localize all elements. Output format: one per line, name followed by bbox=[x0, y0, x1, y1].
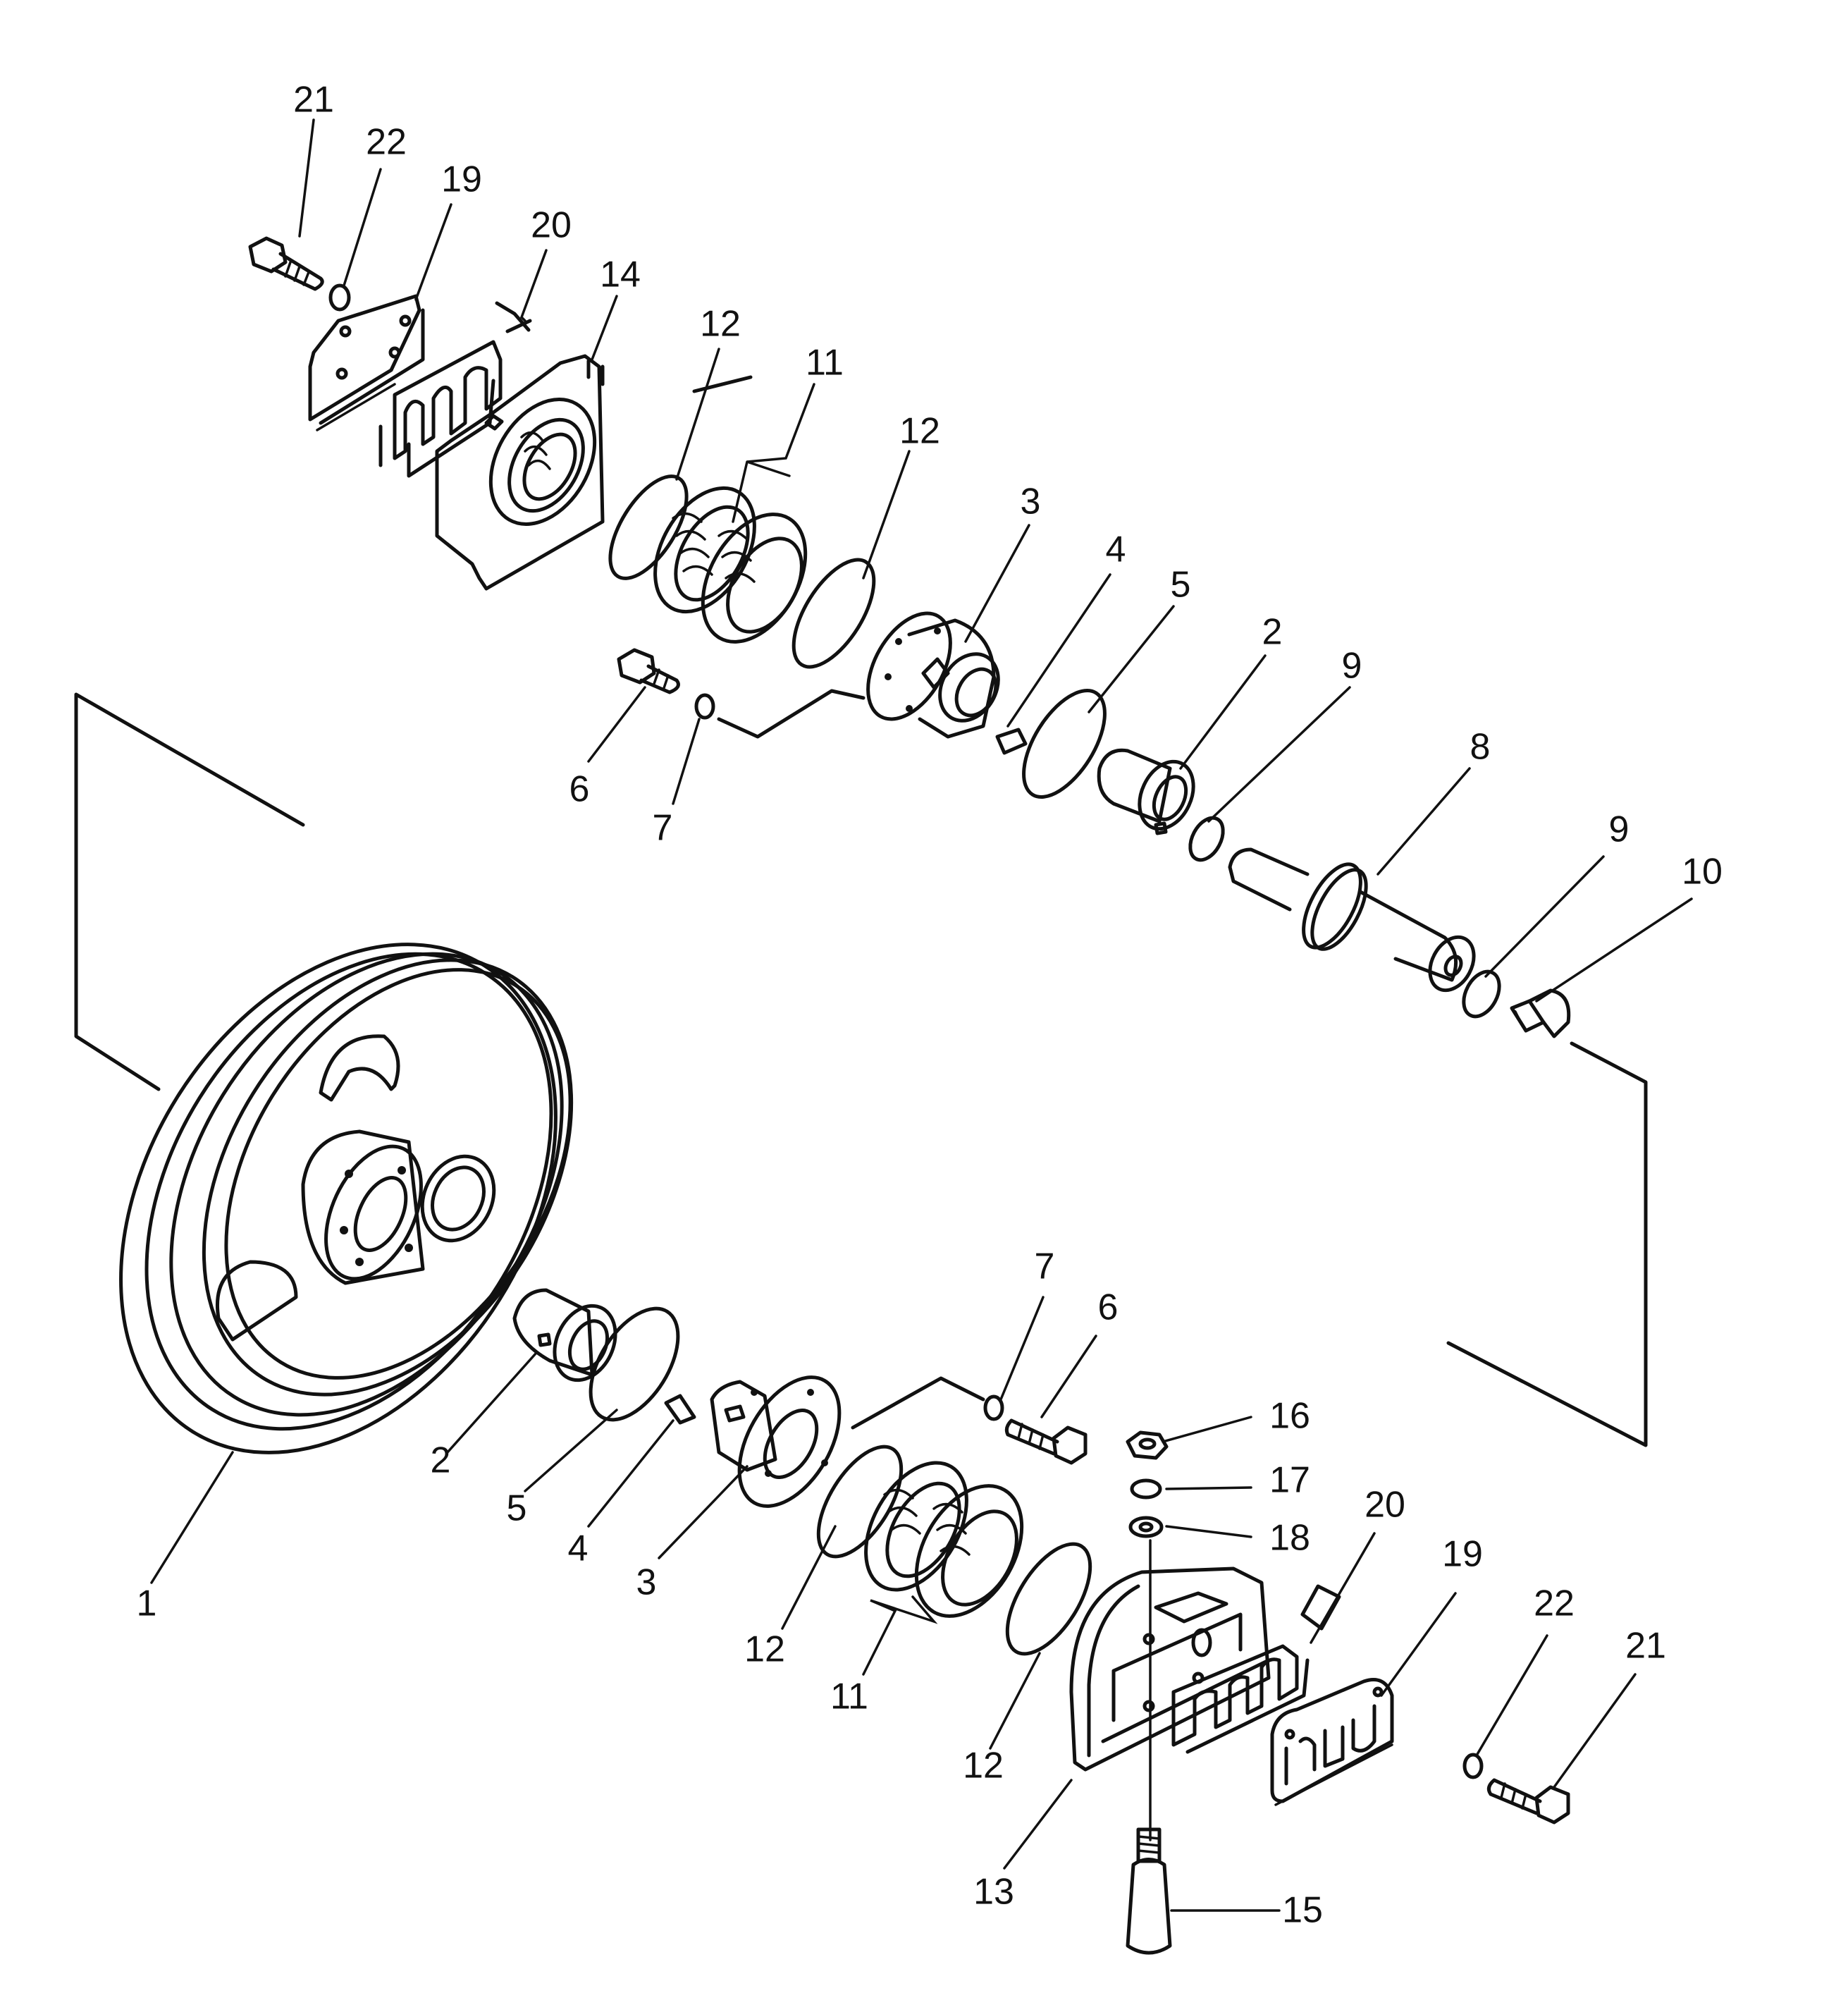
pin-4-upper bbox=[995, 728, 1028, 755]
plate-19-upper bbox=[308, 294, 425, 431]
callout-21-upper: 21 bbox=[293, 80, 334, 121]
connector-line-lower bbox=[851, 1376, 985, 1430]
connector-line-upper bbox=[717, 689, 866, 739]
callout-6-lower: 6 bbox=[1098, 1287, 1119, 1328]
callout-7-lower: 7 bbox=[1035, 1246, 1055, 1287]
callout-14: 14 bbox=[600, 255, 641, 295]
oring-12-lower-b bbox=[1005, 1542, 1092, 1656]
callout-4-upper: 4 bbox=[1106, 529, 1126, 570]
callout-12-upper-a: 12 bbox=[700, 304, 741, 345]
bushing-2-upper bbox=[1097, 748, 1195, 835]
callout-19-lower: 19 bbox=[1442, 1534, 1483, 1575]
stud-15 bbox=[1126, 1827, 1172, 1955]
callout-8: 8 bbox=[1470, 727, 1491, 768]
callout-11-upper: 11 bbox=[806, 343, 844, 384]
callout-labels: 21 22 19 20 14 12 11 12 3 4 5 2 9 8 9 10… bbox=[137, 80, 1723, 1931]
oring-5-lower bbox=[589, 1306, 680, 1422]
callout-22-lower: 22 bbox=[1534, 1583, 1575, 1624]
collar-3-upper bbox=[866, 611, 1000, 739]
bolt-6-lower bbox=[1004, 1418, 1088, 1465]
callout-22-upper: 22 bbox=[366, 122, 407, 163]
pin-4-lower bbox=[664, 1394, 696, 1425]
bolt-6-upper bbox=[617, 648, 680, 694]
callout-20-upper: 20 bbox=[531, 205, 572, 246]
leader-lines bbox=[150, 118, 1693, 1912]
callout-16: 16 bbox=[1269, 1396, 1310, 1437]
oring-5-upper bbox=[1022, 689, 1107, 799]
callout-11-lower: 11 bbox=[830, 1676, 868, 1717]
callout-10: 10 bbox=[1682, 852, 1723, 893]
plate-19-lower bbox=[1270, 1678, 1394, 1806]
shaft-8 bbox=[1228, 847, 1476, 993]
washer-7-lower bbox=[983, 1394, 1004, 1421]
callout-2-upper: 2 bbox=[1262, 612, 1283, 653]
callout-12-upper-b: 12 bbox=[899, 411, 940, 452]
lock-washer-22-lower bbox=[1462, 1753, 1484, 1779]
callout-18: 18 bbox=[1269, 1518, 1310, 1559]
callout-3-lower: 3 bbox=[636, 1562, 657, 1603]
callout-9-right: 9 bbox=[1609, 809, 1630, 850]
callout-15: 15 bbox=[1282, 1890, 1323, 1931]
lock-washer-17 bbox=[1130, 1478, 1162, 1500]
callout-21-lower: 21 bbox=[1625, 1626, 1666, 1667]
bolt-21-upper bbox=[248, 236, 324, 291]
callout-4-lower: 4 bbox=[568, 1528, 589, 1569]
callout-12-lower-b: 12 bbox=[963, 1746, 1004, 1786]
shims-20-upper bbox=[378, 301, 532, 478]
callout-20-lower: 20 bbox=[1365, 1485, 1405, 1526]
callout-7-upper: 7 bbox=[653, 808, 673, 849]
collar-3-lower bbox=[710, 1375, 842, 1508]
idler-wheel-1 bbox=[119, 943, 574, 1454]
oring-9-upper bbox=[1188, 816, 1225, 862]
oring-12-lower-a bbox=[816, 1445, 904, 1559]
callout-3-upper: 3 bbox=[1021, 482, 1041, 522]
callout-9-upper: 9 bbox=[1342, 646, 1362, 687]
bolt-21-lower bbox=[1486, 1778, 1570, 1825]
lock-washer-22-upper bbox=[328, 283, 351, 312]
oring-12-upper-b bbox=[791, 558, 876, 669]
callout-5-lower: 5 bbox=[507, 1488, 527, 1529]
oring-9-right bbox=[1462, 969, 1501, 1019]
callout-1: 1 bbox=[137, 1583, 157, 1624]
washer-18 bbox=[1128, 1516, 1164, 1538]
assembly-frame-lines bbox=[74, 375, 1648, 1447]
nut-16 bbox=[1126, 1430, 1169, 1460]
callout-2-lower: 2 bbox=[431, 1440, 451, 1481]
callout-12-lower-a: 12 bbox=[744, 1629, 785, 1670]
callout-13: 13 bbox=[973, 1872, 1014, 1913]
floating-seal-11-lower bbox=[864, 1461, 1024, 1618]
shims-20-lower bbox=[1171, 1584, 1341, 1754]
bearing-housing-14 bbox=[435, 354, 605, 591]
callout-17: 17 bbox=[1269, 1460, 1310, 1501]
floating-seal-11-upper bbox=[653, 486, 808, 644]
bearing-housing-13 bbox=[1069, 1566, 1271, 1772]
callout-19-upper: 19 bbox=[441, 159, 482, 200]
washer-7-upper bbox=[694, 693, 715, 720]
oring-12-upper-a bbox=[608, 474, 689, 580]
callout-6-upper: 6 bbox=[569, 769, 590, 810]
callout-5-upper: 5 bbox=[1171, 565, 1191, 606]
